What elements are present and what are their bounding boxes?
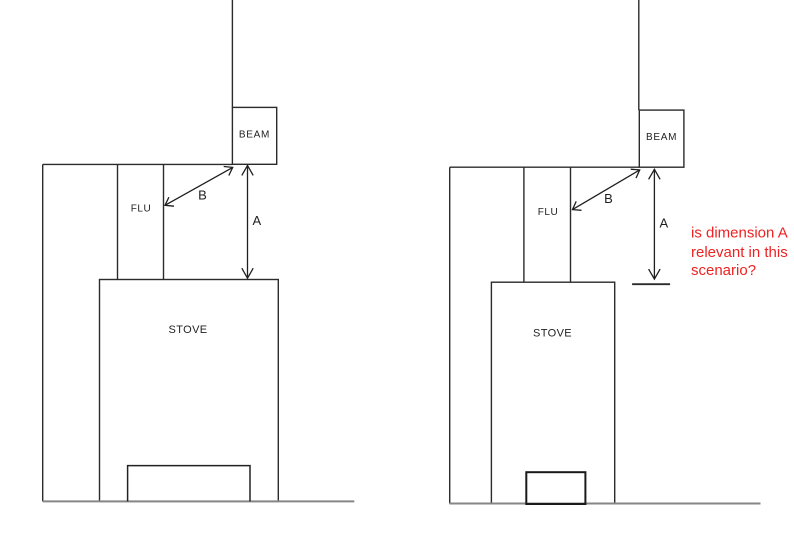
svg-text:relevant in this: relevant in this <box>691 244 788 261</box>
svg-text:BEAM: BEAM <box>646 132 677 143</box>
svg-text:BEAM: BEAM <box>239 130 270 141</box>
svg-text:FLU: FLU <box>131 204 151 215</box>
svg-text:A: A <box>252 213 261 228</box>
svg-text:STOVE: STOVE <box>168 324 207 336</box>
svg-text:is dimension A: is dimension A <box>691 224 788 241</box>
svg-text:FLU: FLU <box>538 207 558 218</box>
svg-text:scenario?: scenario? <box>691 262 756 279</box>
svg-text:B: B <box>198 188 207 203</box>
svg-text:STOVE: STOVE <box>533 328 572 340</box>
svg-text:B: B <box>604 191 613 206</box>
svg-text:A: A <box>659 215 668 230</box>
